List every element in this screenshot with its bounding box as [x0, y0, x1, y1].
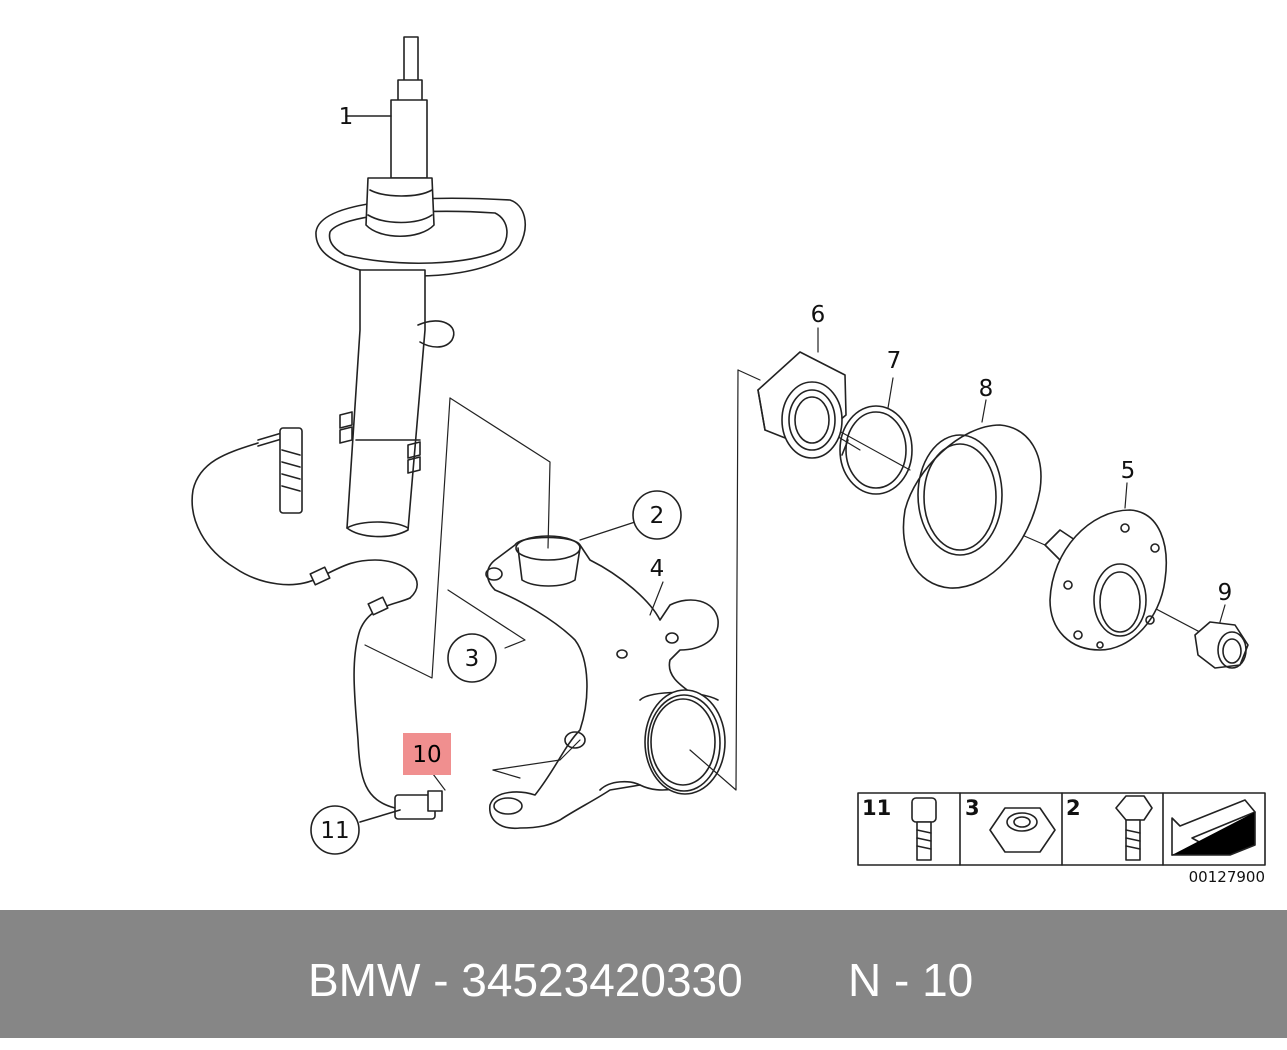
part-label-9: 9 [1218, 580, 1233, 606]
hex-bolt-icon [1115, 795, 1153, 861]
callout-circle-11 [310, 805, 360, 855]
snap-ring [839, 405, 913, 495]
callout-circle-3 [447, 633, 497, 683]
callout-label-11: 11 [320, 818, 349, 844]
wheel-bearing [757, 351, 847, 459]
part-label-6: 6 [811, 302, 826, 328]
abs-sensor-cable [191, 427, 443, 823]
leader-lines [364, 327, 1226, 791]
part-label-5: 5 [1121, 458, 1136, 484]
protection-plate [902, 424, 1042, 589]
wheel-hub [1044, 509, 1167, 651]
direction-arrow-icon [1171, 799, 1256, 856]
highlight-box-10 [403, 733, 451, 775]
part-label-1: 1 [339, 104, 354, 130]
callout-label-3: 3 [465, 646, 480, 672]
footer-position: N - 10 [848, 954, 974, 1006]
part-label-8: 8 [979, 376, 994, 402]
hex-nut-icon [989, 807, 1056, 853]
callout-label-2: 2 [650, 503, 665, 529]
part-label-7: 7 [887, 348, 902, 374]
part-label-4: 4 [650, 556, 665, 582]
steering-knuckle [485, 535, 726, 830]
bolt-icon [911, 797, 937, 861]
legend-number-3: 3 [965, 796, 980, 820]
footer-bar: BMW - 34523420330 N - 10 [0, 910, 1287, 1038]
legend-number-2: 2 [1066, 796, 1081, 820]
shock-absorber-strut [315, 36, 526, 538]
callout-circle-2 [632, 490, 682, 540]
legend-number-11: 11 [862, 796, 891, 820]
parts-diagram: 1 6 7 8 5 9 4 2 3 11 10 11 3 2 [191, 36, 1266, 866]
highlighted-part-label-10: 10 [412, 742, 441, 768]
diagram-number: 00127900 [1188, 868, 1265, 886]
collar-nut [1194, 621, 1249, 669]
footer-part-number: BMW - 34523420330 [308, 954, 743, 1006]
